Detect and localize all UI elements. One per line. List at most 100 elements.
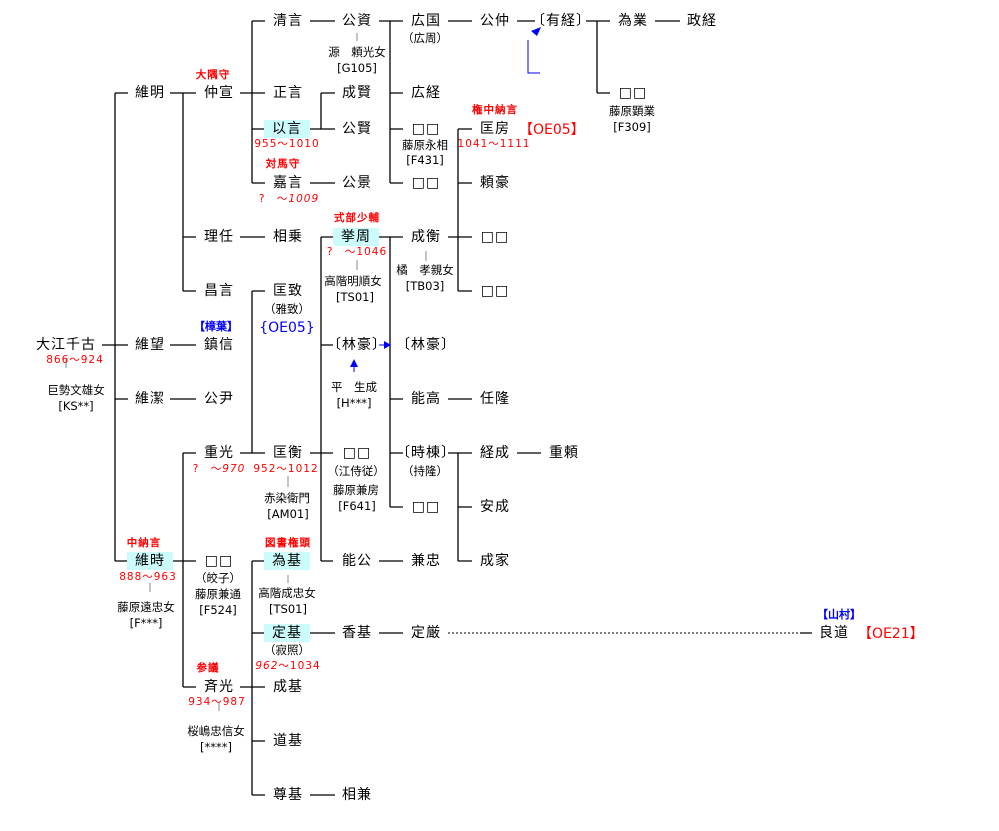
spouse-code: [TB03]: [405, 279, 445, 293]
spouse-code: [TS01]: [336, 290, 374, 304]
spouse-code: [F309]: [613, 120, 651, 134]
title: 権中納言: [472, 104, 518, 116]
years: 955〜1010: [254, 138, 320, 150]
person-sadamoto[interactable]: 定基: [264, 624, 310, 642]
person-kinkata[interactable]: 公賢: [342, 121, 372, 137]
alias: （雅致）: [264, 302, 310, 316]
person-michimoto[interactable]: 道基: [273, 733, 303, 749]
person-masamune[interactable]: 匡致: [273, 283, 303, 299]
person-masakoto[interactable]: 昌言: [204, 283, 234, 299]
person-yoshikimi[interactable]: 能公: [342, 553, 372, 569]
cross-reference-link[interactable]: 【OE05】: [519, 122, 585, 138]
person-narimitsu[interactable]: 斉光: [204, 679, 234, 695]
spouse: 平 生成: [331, 380, 377, 394]
spouse: 源 頼光女: [328, 45, 386, 59]
person-narihira[interactable]: 成衡: [411, 229, 441, 245]
spouse: 藤原遠忠女: [117, 600, 175, 614]
years: 888〜963: [119, 571, 177, 583]
person-yoshikoto[interactable]: 嘉言: [273, 175, 303, 191]
person-yoshitaka[interactable]: 能高: [411, 391, 441, 407]
spouse-code: [F431]: [406, 153, 444, 167]
person-daughter[interactable]: □□: [411, 175, 441, 191]
alias: （寂照）: [264, 643, 310, 657]
person-koretoki[interactable]: 維時: [127, 552, 173, 570]
person-takamoto[interactable]: 尊基: [273, 787, 303, 803]
person-kinsuke[interactable]: 公資: [342, 13, 372, 29]
person-kiyokoto[interactable]: 清言: [273, 13, 303, 29]
person-narikata[interactable]: 成賢: [342, 85, 372, 101]
years-end: 970: [222, 463, 246, 475]
person-koremasa[interactable]: 維明: [135, 85, 165, 101]
title: 参議: [196, 662, 220, 674]
person-yoshimichi[interactable]: 良道: [819, 625, 849, 641]
spouse: 赤染衛門: [264, 491, 310, 505]
spouse: 藤原永相: [402, 138, 448, 152]
spouse: 桜嶋忠信女: [187, 724, 245, 738]
person-hirotsune[interactable]: 広経: [411, 85, 441, 101]
person-shigeyori[interactable]: 重頼: [549, 445, 579, 461]
title: 図書権頭: [265, 537, 311, 549]
years: 934〜987: [188, 696, 246, 708]
person-daughter[interactable]: □□: [618, 85, 648, 101]
years: 866〜924: [46, 354, 104, 366]
cross-reference-link[interactable]: {OE05}: [259, 320, 315, 336]
person-mochikoto[interactable]: 以言: [264, 120, 310, 138]
person-sukenori[interactable]: 相乗: [273, 229, 303, 245]
spouse: 橘 孝親女: [396, 263, 454, 277]
spouse: 巨勢文雄女: [47, 383, 105, 397]
person-daughter[interactable]: □□: [204, 553, 234, 569]
person-kinkage[interactable]: 公景: [342, 175, 372, 191]
person-kamoto[interactable]: 香基: [342, 625, 372, 641]
person-nariie[interactable]: 成家: [480, 553, 510, 569]
person-masatsune[interactable]: 政経: [687, 13, 717, 29]
person-shigemitsu[interactable]: 重光: [204, 445, 234, 461]
person-hirokuni[interactable]: 広国: [411, 13, 441, 29]
spouse: 高階明順女: [324, 274, 382, 288]
person-kanetada[interactable]: 兼忠: [411, 553, 441, 569]
person-sadagon[interactable]: 定厳: [411, 625, 441, 641]
person-daughter[interactable]: □□: [480, 283, 510, 299]
person-daughter[interactable]: □□: [411, 499, 441, 515]
person-sukekane[interactable]: 相兼: [342, 787, 372, 803]
years-start: ? 〜: [258, 193, 289, 205]
person-daughter[interactable]: □□: [342, 445, 372, 461]
person-daughter[interactable]: □□: [411, 121, 441, 137]
person-kinmasa[interactable]: 公尹: [204, 391, 234, 407]
person-tamenari[interactable]: 為業: [618, 13, 648, 29]
person-raigo[interactable]: 頼豪: [480, 175, 510, 191]
person-narimoto[interactable]: 成基: [273, 679, 303, 695]
person-daughter[interactable]: □□: [480, 229, 510, 245]
person-rinko[interactable]: 〔林豪〕: [396, 337, 456, 353]
person-oe-chifuru[interactable]: 大江千古: [36, 337, 96, 353]
person-takachika[interactable]: 挙周: [333, 228, 379, 246]
person-rinko[interactable]: 〔林豪〕: [327, 337, 387, 353]
spouse: 高階成忠女: [258, 586, 316, 600]
cross-reference-link[interactable]: 【OE21】: [858, 626, 924, 642]
person-tsunenari[interactable]: 経成: [480, 445, 510, 461]
arrow-icon: [350, 27, 541, 372]
years-start: ? 〜: [192, 463, 223, 475]
title: 式部少輔: [334, 212, 380, 224]
years: ? 〜970: [193, 463, 246, 475]
person-aritsune[interactable]: 〔有経〕: [531, 13, 591, 29]
person-tokimune[interactable]: 〔時棟〕: [396, 445, 456, 461]
years-start: 962: [255, 660, 279, 672]
spouse-code: [AM01]: [267, 507, 309, 521]
person-nakanobu[interactable]: 仲宣: [204, 85, 234, 101]
person-masafusa[interactable]: 匡房: [480, 121, 510, 137]
person-masahira[interactable]: 匡衡: [273, 445, 303, 461]
person-yasunari[interactable]: 安成: [480, 499, 510, 515]
spouse-code: [****]: [200, 740, 232, 754]
person-tamemoto[interactable]: 為基: [264, 552, 310, 570]
person-masatou[interactable]: 理任: [204, 229, 234, 245]
alias: （広周）: [402, 31, 448, 45]
person-masakoto2[interactable]: 正言: [273, 85, 303, 101]
person-korekiyo[interactable]: 維潔: [135, 391, 165, 407]
spouse-code: [KS**]: [58, 399, 94, 413]
title: 対馬守: [265, 158, 301, 170]
person-shigenobu[interactable]: 鎮信: [204, 337, 234, 353]
years: 1041〜1111: [457, 138, 531, 150]
person-tokitaka[interactable]: 任隆: [480, 391, 510, 407]
person-kinnaka[interactable]: 公仲: [480, 13, 510, 29]
person-koremochi[interactable]: 維望: [135, 337, 165, 353]
